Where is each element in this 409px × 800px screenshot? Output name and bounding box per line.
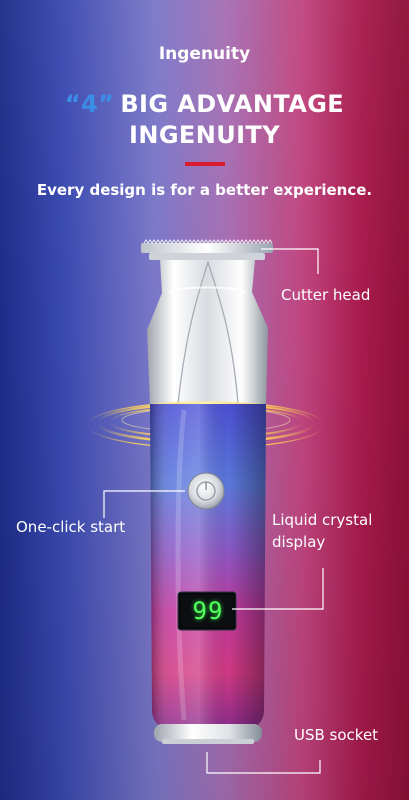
headline-line-1: “4”BIG ADVANTAGE bbox=[0, 89, 409, 120]
callout-liquid-crystal-display: Liquid crystal display bbox=[272, 509, 372, 553]
page-title: “4”BIG ADVANTAGE INGENUITY bbox=[0, 89, 409, 151]
page-subtitle: Ingenuity bbox=[158, 44, 251, 64]
callout-usb-socket: USB socket bbox=[294, 726, 379, 744]
callout-lcd-line-2: display bbox=[272, 533, 326, 551]
lcd-value: 99 bbox=[192, 597, 224, 625]
headline-number: “4” bbox=[64, 90, 115, 118]
callout-one-click-start: One-click start bbox=[16, 518, 126, 536]
headline-line-2: INGENUITY bbox=[129, 121, 280, 149]
red-divider bbox=[184, 162, 225, 166]
callout-lcd-line-1: Liquid crystal bbox=[272, 511, 373, 529]
headline-text-1: BIG ADVANTAGE bbox=[120, 90, 345, 118]
callout-cutter-head: Cutter head bbox=[281, 286, 371, 304]
tagline: Every design is for a better experience. bbox=[36, 181, 373, 199]
